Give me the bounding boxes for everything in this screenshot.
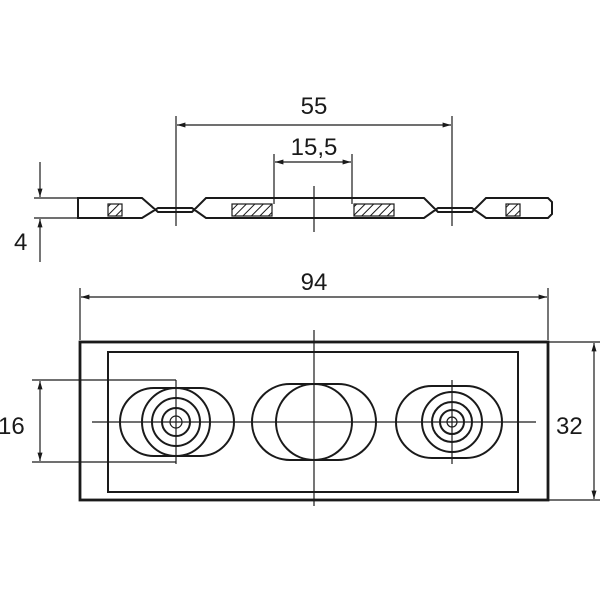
dim-32-label: 32 — [556, 413, 583, 440]
dim-4-label: 4 — [14, 229, 27, 256]
hatch-section-4 — [505, 203, 521, 217]
dim-16-label: 16 — [0, 413, 25, 440]
hatch-section-2 — [231, 203, 273, 217]
hatch-section-1 — [107, 203, 123, 217]
hatch-section-3 — [353, 203, 395, 217]
dim-94-label: 94 — [301, 269, 328, 296]
top-view: 94 — [0, 269, 600, 506]
side-view: 55 15,5 4 — [14, 93, 553, 262]
dim-55-label: 55 — [301, 93, 328, 120]
side-profile-top — [77, 197, 553, 219]
dim-15-5-label: 15,5 — [291, 134, 338, 161]
